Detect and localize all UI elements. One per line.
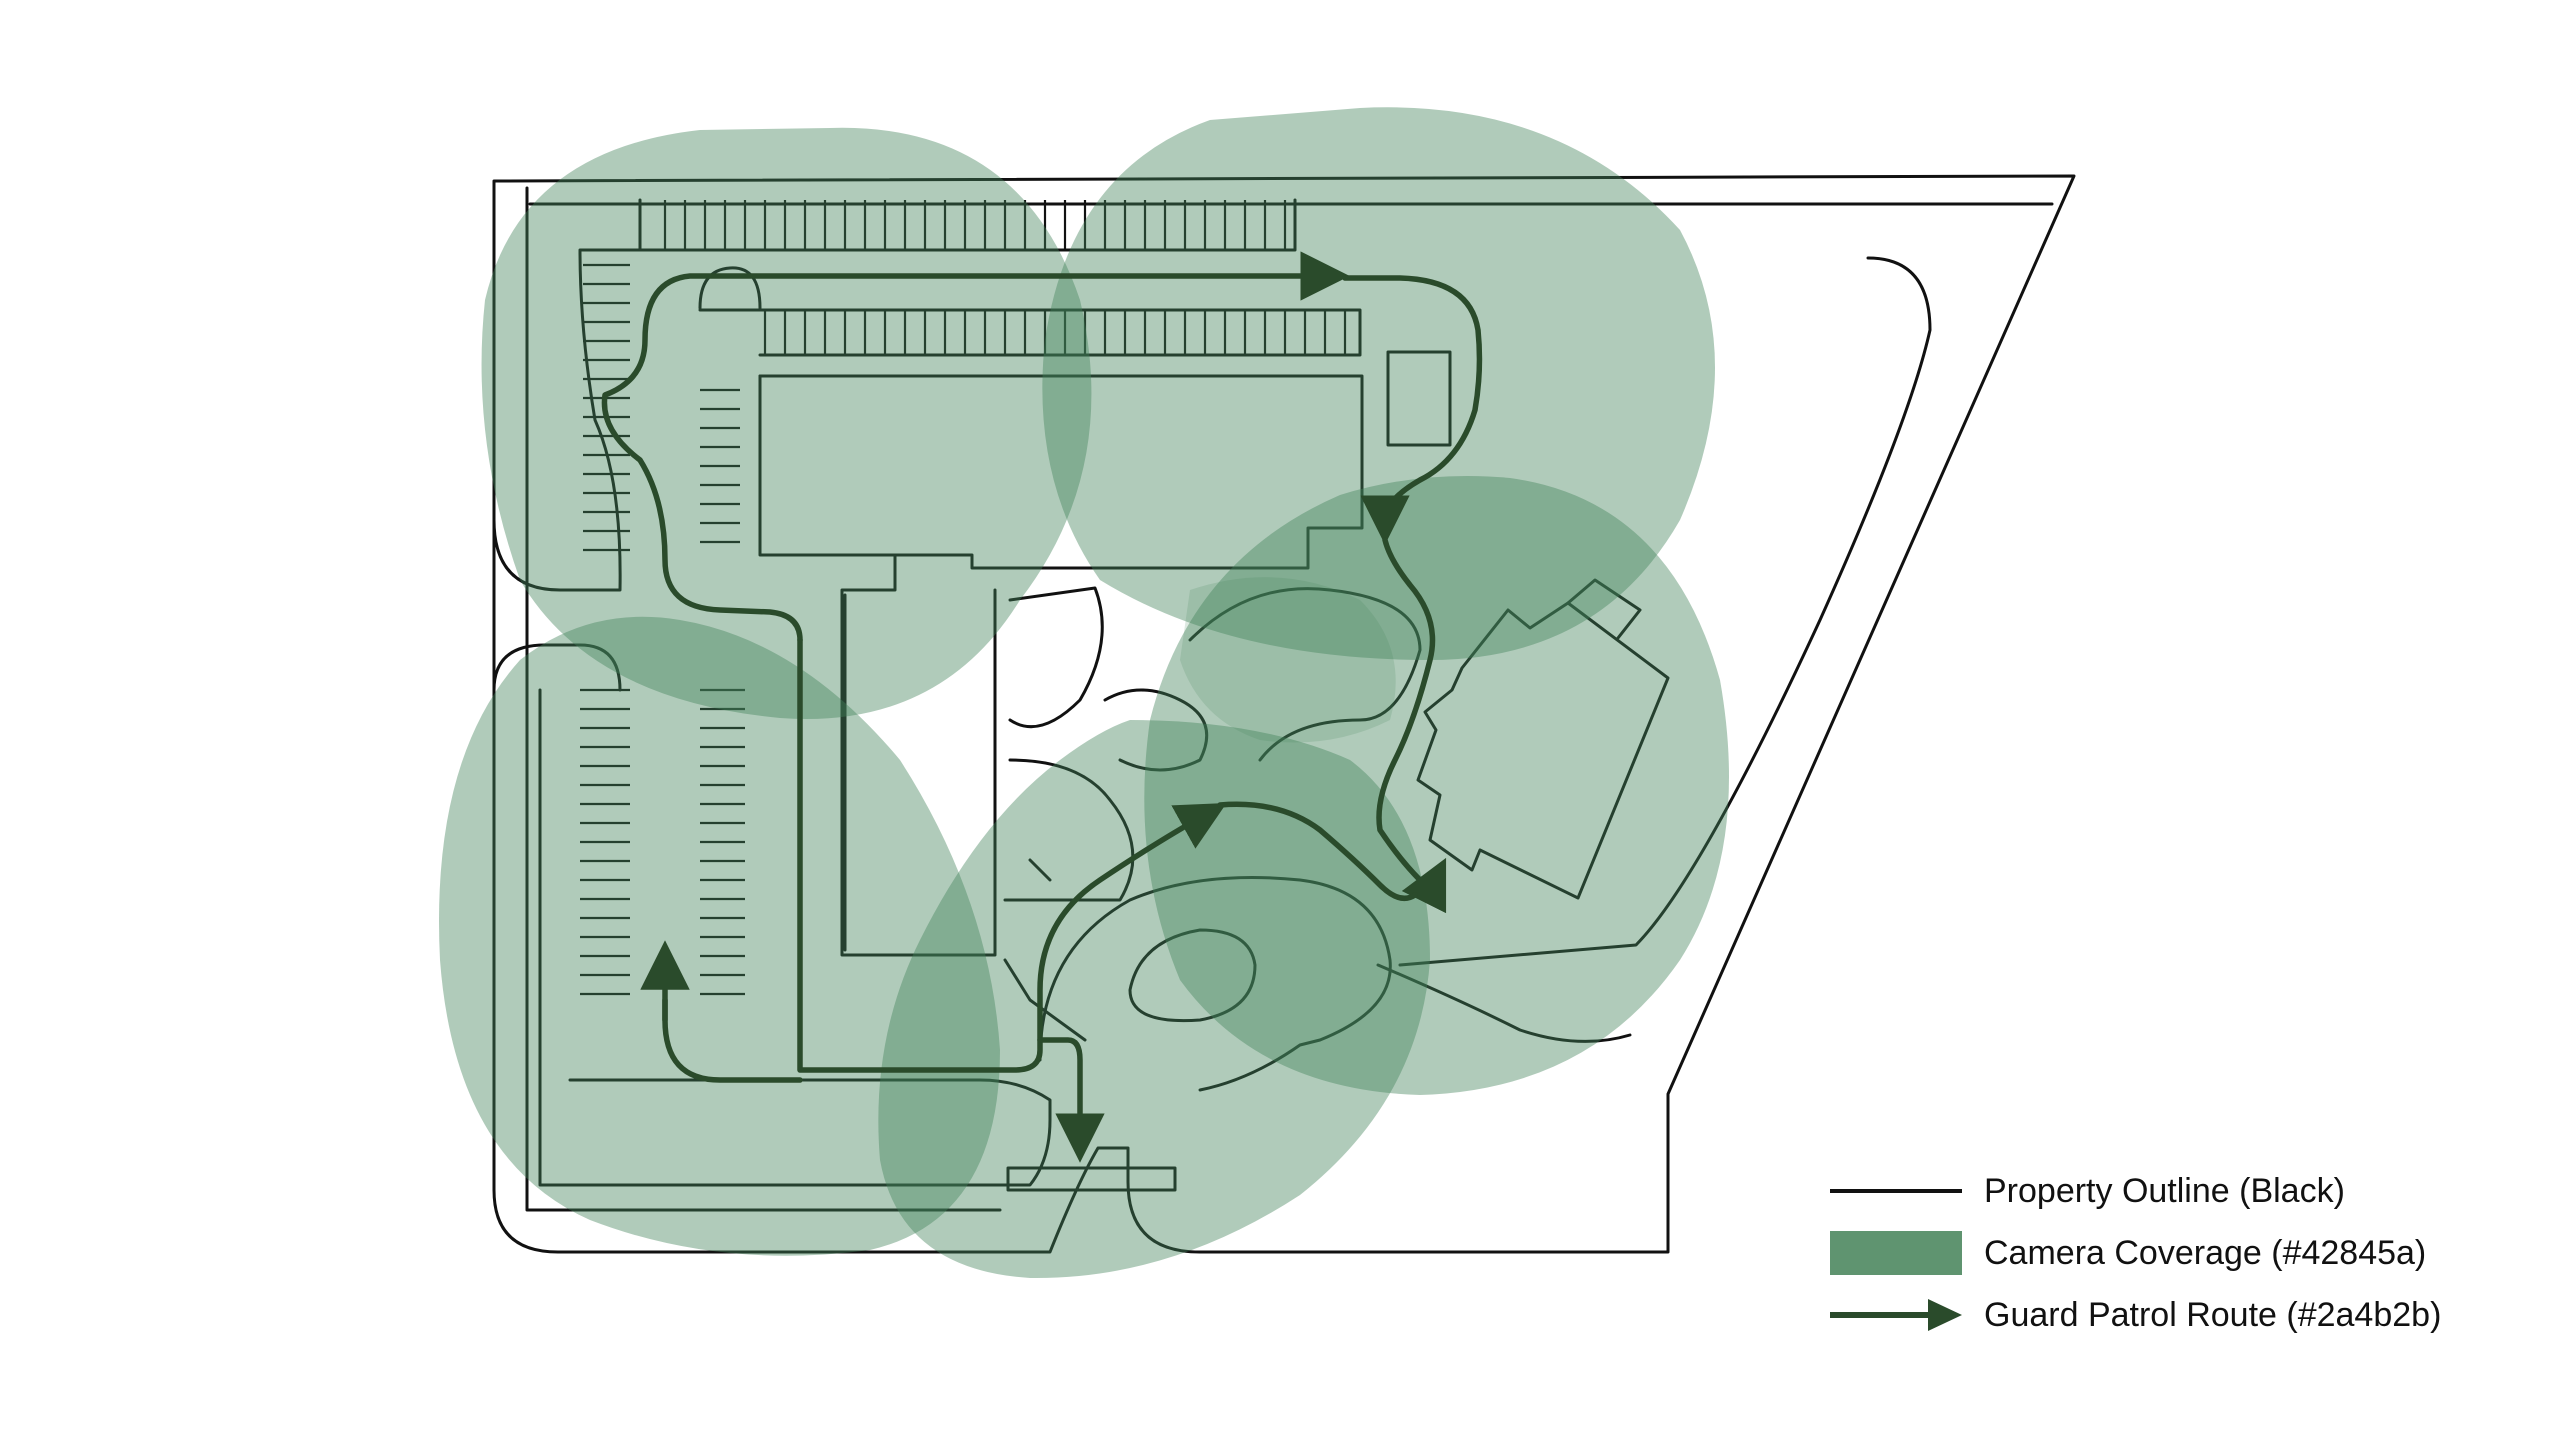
main-building-west (758, 374, 897, 557)
north-parking-lot-inner (698, 308, 1362, 357)
patrol-route-north-leg (797, 637, 1227, 1073)
courtyard-walk-1 (1008, 586, 1104, 729)
south-drive (1038, 876, 1392, 1092)
north-east-annex (1386, 350, 1452, 447)
guard-patrol-route (601, 251, 1483, 1163)
parking-stalls-southwest-outer (580, 688, 630, 996)
south-east-road (1376, 963, 1632, 1043)
patrol-route-east-leg (1342, 275, 1483, 545)
patrol-route-courtyard-leg (1217, 801, 1418, 902)
patrol-route-swatch-icon (1830, 1293, 1962, 1337)
courtyard-walk-4 (1188, 587, 1422, 762)
northwest-road-curve (492, 248, 642, 592)
camera-coverage-area-north (1042, 107, 1715, 660)
legend-label-patrol-route: Guard Patrol Route (#2a4b2b) (1984, 1295, 2442, 1334)
south-oval-island (1128, 928, 1257, 1023)
parking-stalls-southwest-inner (700, 688, 745, 996)
camera-coverage-area-east (1144, 476, 1729, 1095)
legend-item-property-outline: Property Outline (Black) (1830, 1160, 2441, 1222)
courtyard-walk-2 (1003, 758, 1135, 902)
east-perimeter-road (1398, 256, 1932, 967)
courtyard-path-5 (1003, 858, 1087, 1042)
camera-coverage-area-center-overlap (1180, 577, 1396, 743)
courtyard-walk-3 (1103, 688, 1209, 772)
map-legend: Property Outline (Black) Camera Coverage… (1830, 1160, 2441, 1346)
inner-perimeter-road (525, 186, 1002, 1212)
legend-item-camera-coverage: Camera Coverage (#42845a) (1830, 1222, 2441, 1284)
patrol-route-west-leg (662, 997, 803, 1083)
southwest-road (538, 688, 1052, 1187)
legend-label-property-outline: Property Outline (Black) (1984, 1171, 2345, 1210)
camera-coverage-area-west (439, 616, 1000, 1256)
parking-stalls-north-top (663, 200, 1287, 250)
south-entry-bar (1006, 1166, 1177, 1192)
camera-coverage-area-south (878, 720, 1430, 1279)
patrol-route-main-loop (601, 251, 1350, 643)
north-parking-islands (698, 266, 762, 310)
parking-stalls-west-inner (700, 388, 740, 544)
parking-stalls-north-bottom (763, 310, 1347, 355)
north-parking-aisle (638, 198, 1297, 252)
parking-stalls (580, 200, 1347, 996)
west-road-loop (492, 643, 622, 692)
property-outline-swatch-icon (1830, 1169, 1962, 1213)
legend-label-camera-coverage: Camera Coverage (#42845a) (1984, 1233, 2427, 1272)
east-building-annex (1566, 578, 1642, 640)
camera-coverage-swatch-icon (1830, 1231, 1962, 1275)
patrol-route-east-building-leg (1376, 537, 1447, 914)
east-building (1416, 601, 1670, 900)
legend-item-patrol-route: Guard Patrol Route (#2a4b2b) (1830, 1284, 2441, 1346)
patrol-route-south-leg (1037, 1037, 1105, 1163)
